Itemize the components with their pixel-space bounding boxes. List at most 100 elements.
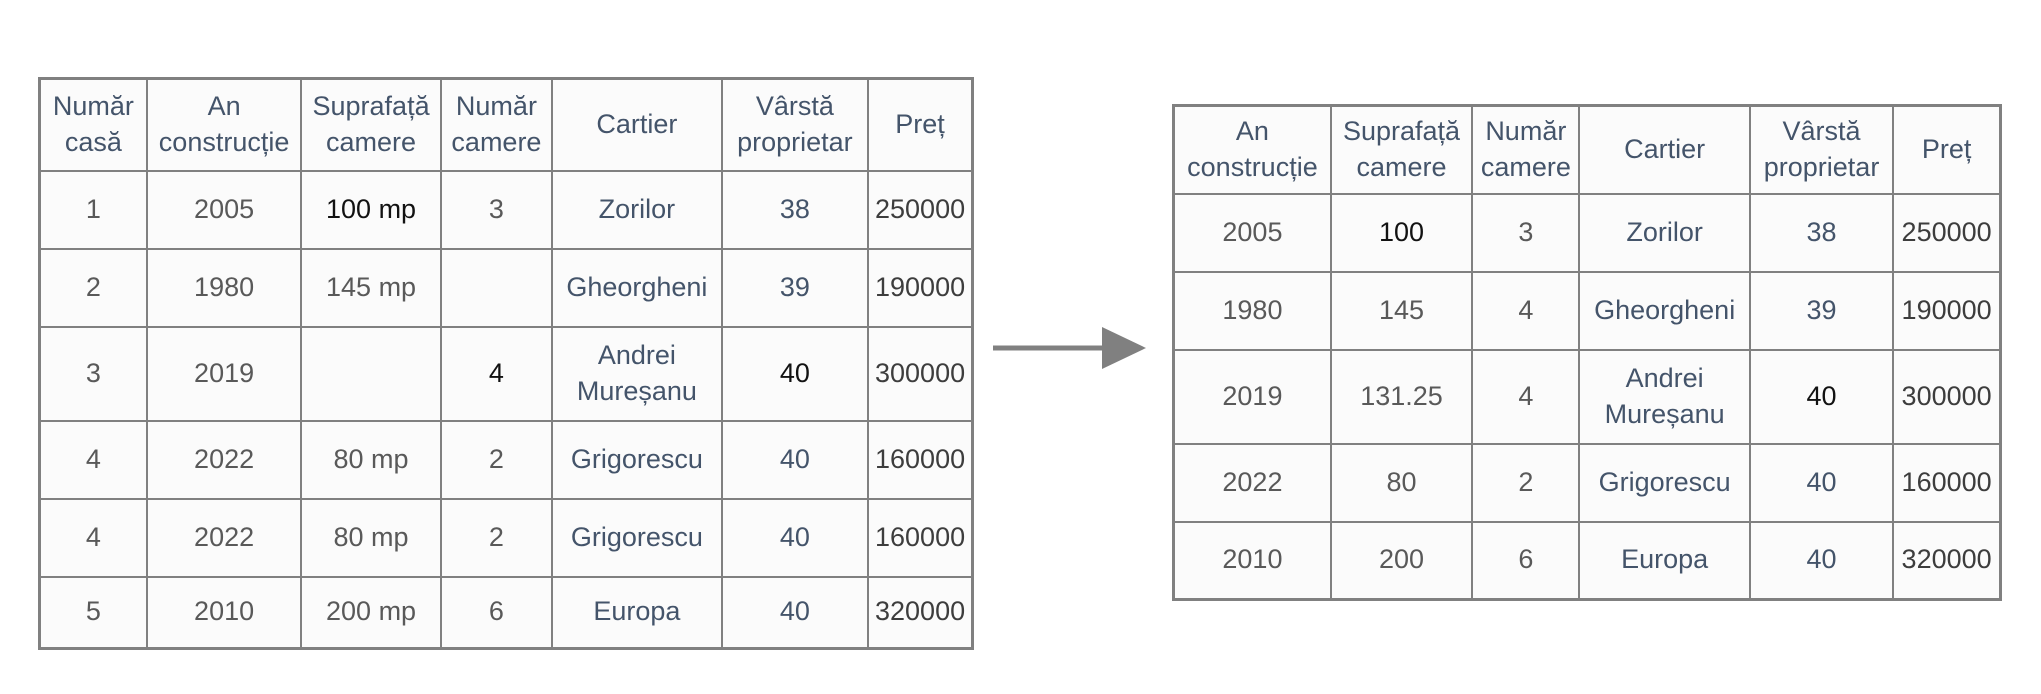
table-cell: Grigorescu [1578,442,1751,523]
table-cell: 200 [1329,520,1474,601]
table-cell: 40 [1748,520,1895,601]
table-cell: 3 [439,169,554,250]
table-cell: 160000 [867,419,974,500]
table-cell: 300000 [1892,348,2002,445]
table-cell: 320000 [1892,520,2002,601]
table-cell: 160000 [1892,442,2002,523]
table-cell: 145 mp [300,247,442,328]
table-cell: 4 [38,497,148,578]
column-header: Suprafață camere [1329,104,1474,195]
table-cell: Europa [551,575,723,650]
table-cell: 40 [720,575,870,650]
table-cell: 40 [1748,442,1895,523]
table-cell: 2019 [1172,348,1332,445]
table-cell: 2010 [145,575,303,650]
column-header: An construcție [145,77,303,172]
table-cell: 2 [1471,442,1581,523]
table-cell: 80 mp [300,497,442,578]
table-cell: 145 [1329,270,1474,351]
table-cell: Andrei Mureșanu [1578,348,1751,445]
table-cell: 40 [720,497,870,578]
column-header: Număr casă [38,77,148,172]
table-cell: 80 mp [300,419,442,500]
table-cell: 38 [720,169,870,250]
table-cell: 80 [1329,442,1474,523]
table-cell: 39 [1748,270,1895,351]
table-cell: 4 [38,419,148,500]
table-cell: 3 [38,325,148,422]
table-cell [439,247,554,328]
table-cell: 2 [439,419,554,500]
table-cell: 320000 [867,575,974,650]
table-cell: 4 [439,325,554,422]
table-cell: 39 [720,247,870,328]
table-cell: Grigorescu [551,497,723,578]
table-cell: Zorilor [1578,192,1751,273]
column-header: Vârstă proprietar [1748,104,1895,195]
table-cell: 2022 [145,497,303,578]
table-cell: 6 [439,575,554,650]
table-cell: 100 mp [300,169,442,250]
table-cell: Andrei Mureșanu [551,325,723,422]
column-header: Preț [867,77,974,172]
table-cell: 3 [1471,192,1581,273]
table-cell: 2005 [145,169,303,250]
table-cell: 200 mp [300,575,442,650]
table-cell: 38 [1748,192,1895,273]
table-cell: 1 [38,169,148,250]
table-cell: 4 [1471,270,1581,351]
column-header: Număr camere [439,77,554,172]
table-cell: 2005 [1172,192,1332,273]
table-cell: Gheorgheni [551,247,723,328]
table-cell: 190000 [1892,270,2002,351]
table-cell: 2 [439,497,554,578]
table-cell: 190000 [867,247,974,328]
column-header: Vârstă proprietar [720,77,870,172]
table-cell: Grigorescu [551,419,723,500]
table-cell: 300000 [867,325,974,422]
table-cell: 6 [1471,520,1581,601]
table-cell: 40 [1748,348,1895,445]
table-cell: 1980 [145,247,303,328]
table-cell: 131.25 [1329,348,1474,445]
table-cell: 5 [38,575,148,650]
column-header: Preț [1892,104,2002,195]
table-cell: 2022 [145,419,303,500]
column-header: Cartier [551,77,723,172]
table-cell: 100 [1329,192,1474,273]
table-cell: 160000 [867,497,974,578]
table-cell: Zorilor [551,169,723,250]
table-cell: Gheorgheni [1578,270,1751,351]
table-cell [300,325,442,422]
table-cell: 2 [38,247,148,328]
column-header: Suprafață camere [300,77,442,172]
table-cell: 250000 [1892,192,2002,273]
table-cell: 2022 [1172,442,1332,523]
table-cell: 2019 [145,325,303,422]
right-arrow-icon [993,327,1146,369]
table-cell: 2010 [1172,520,1332,601]
column-header: An construcție [1172,104,1332,195]
table-cell: 250000 [867,169,974,250]
table-cell: 4 [1471,348,1581,445]
table-cell: Europa [1578,520,1751,601]
